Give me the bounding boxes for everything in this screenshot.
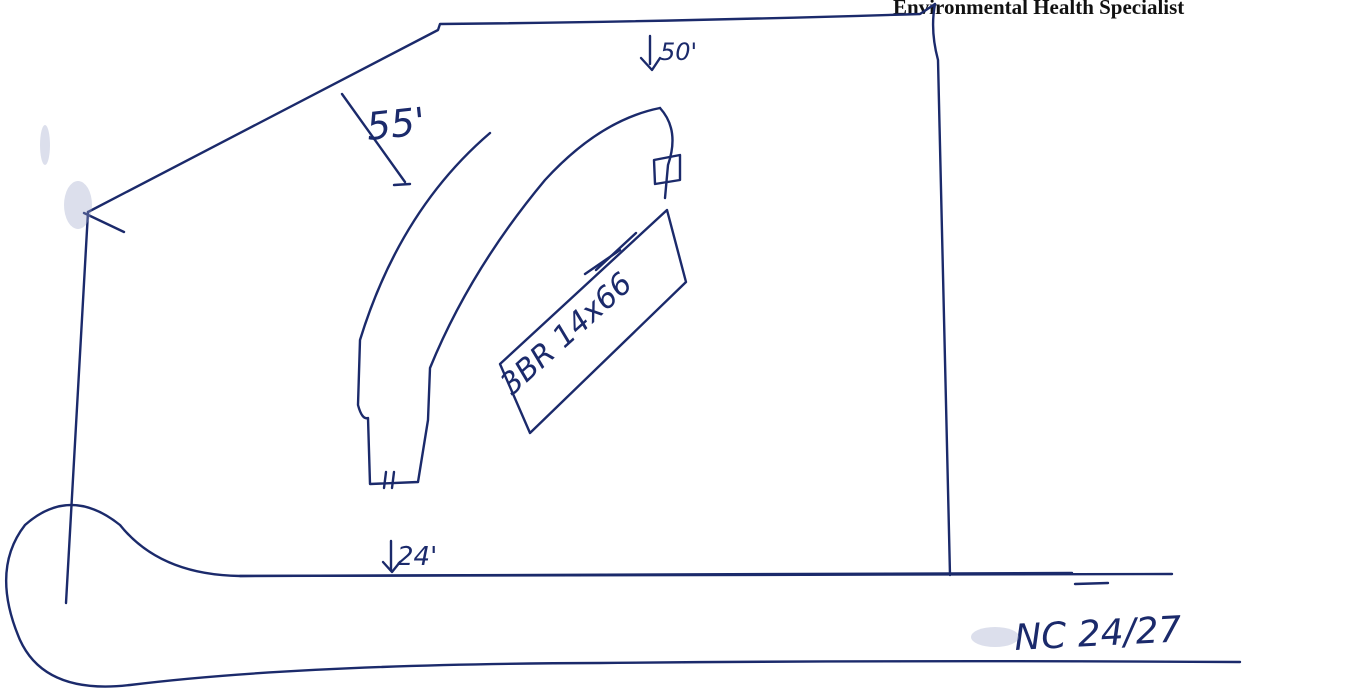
setback-house-label: 50' [660, 38, 697, 66]
road-label: NC 24/27 [1013, 609, 1182, 659]
header-title: Environmental Health Specialist [893, 0, 1184, 19]
ink-smudge [64, 181, 92, 229]
lot-boundary [64, 2, 952, 605]
ink-smudge [40, 125, 50, 165]
setback-road-label: 24' [397, 542, 437, 572]
ink-smudge [971, 627, 1019, 647]
house-outline [498, 208, 688, 435]
house-label: 3BR 14x66 [494, 266, 639, 402]
driveway-outline [356, 106, 682, 490]
setback-left-label: 55' [364, 99, 427, 149]
road-outline [5, 503, 1242, 688]
dimension-arrows [340, 34, 662, 574]
